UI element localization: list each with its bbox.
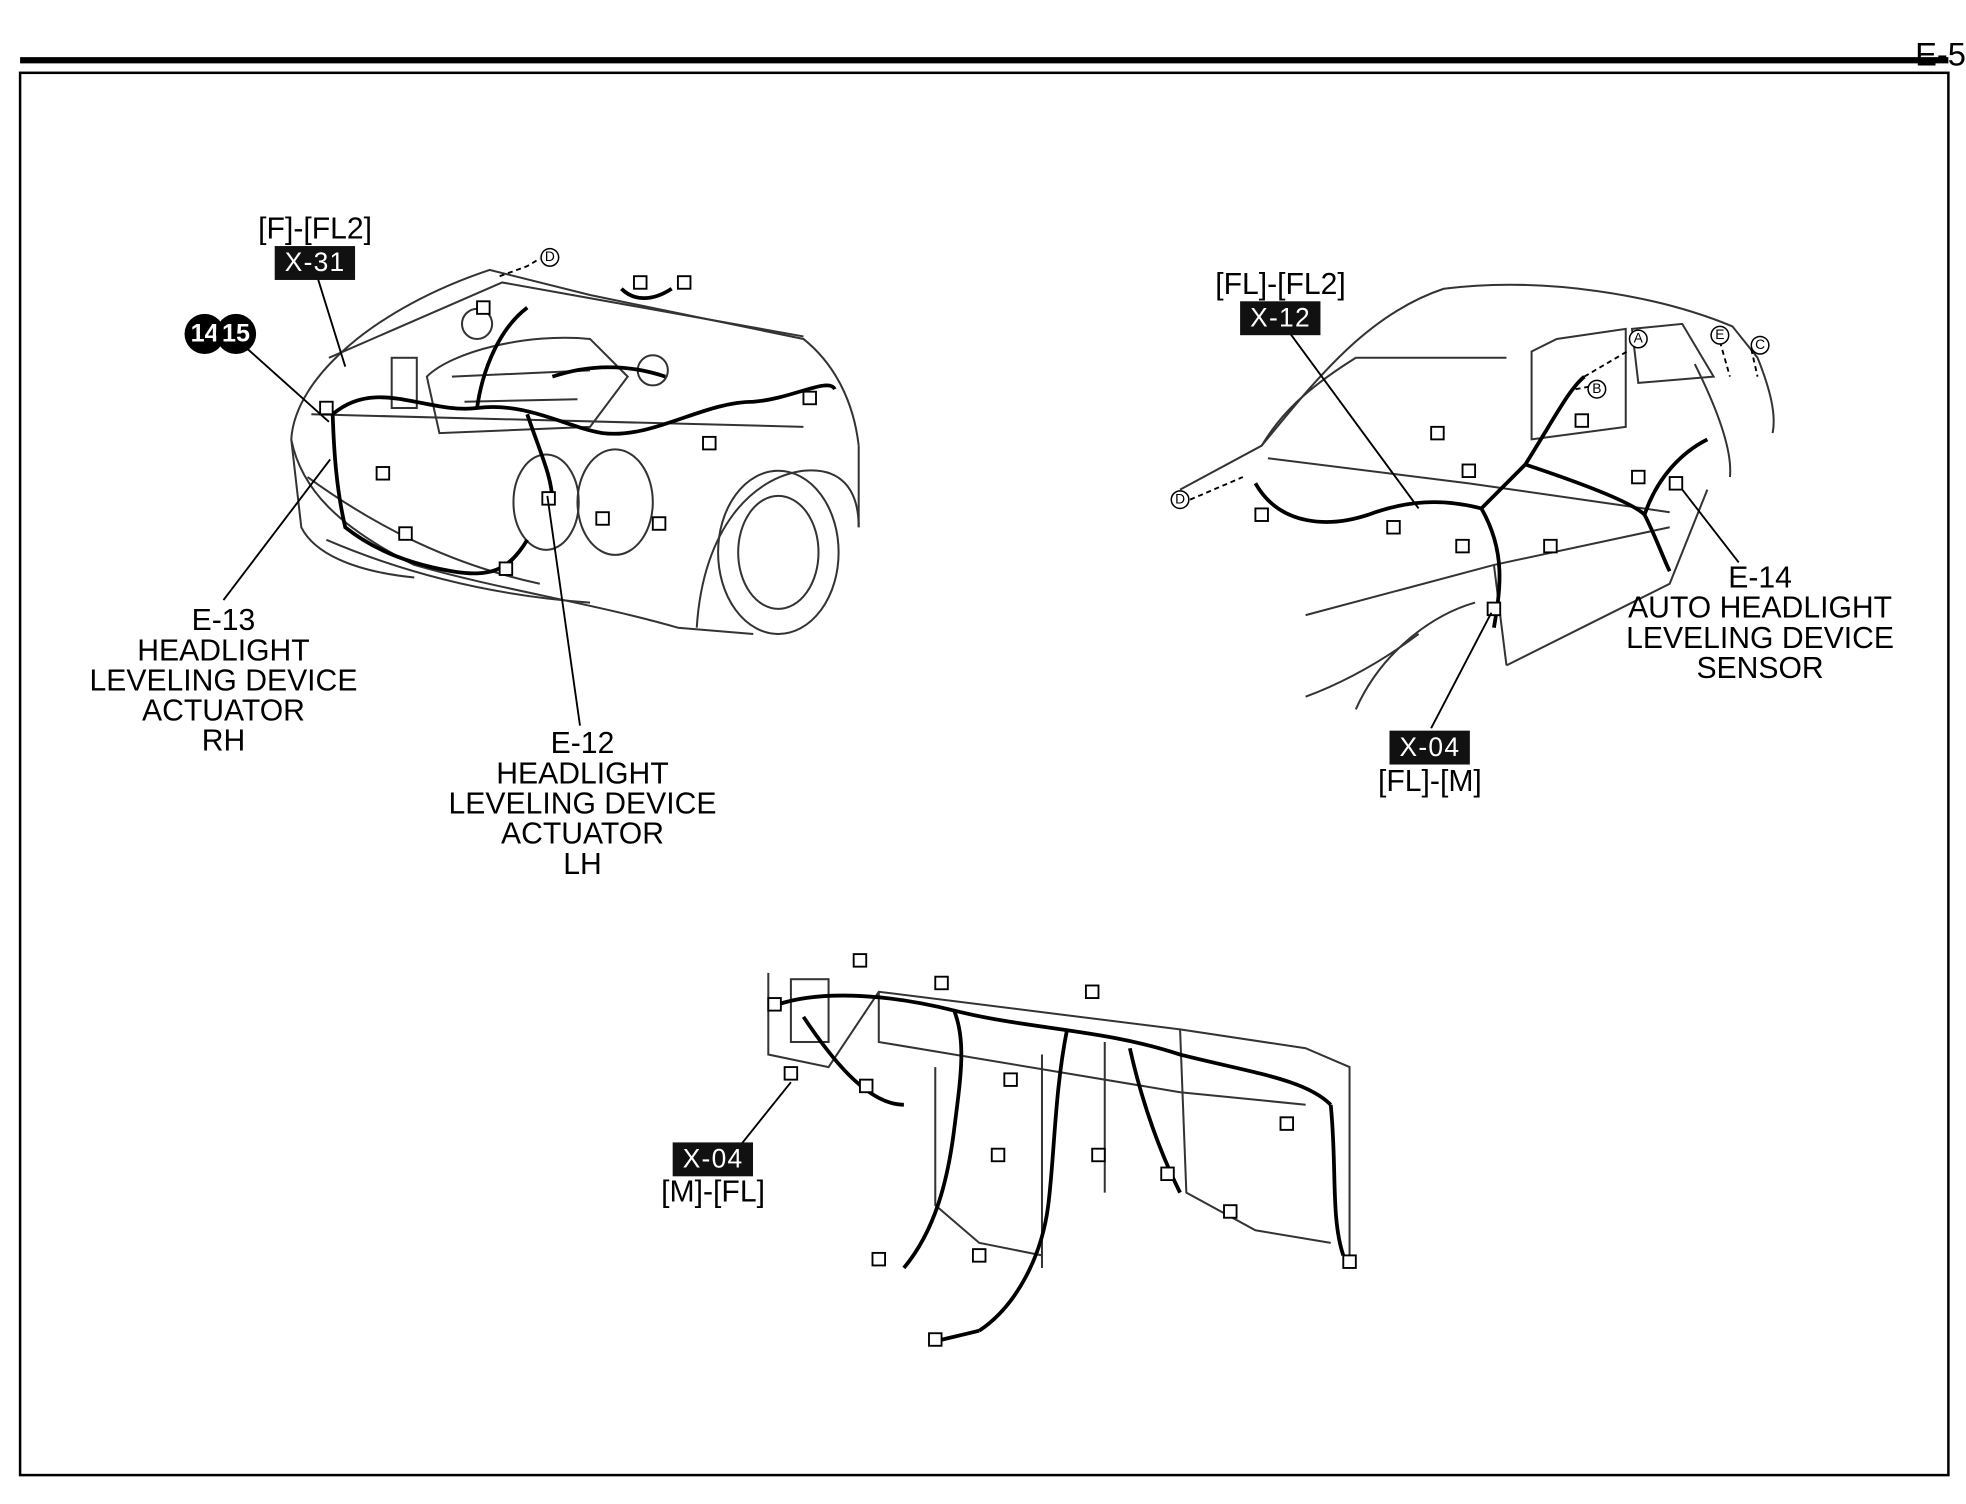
letter-markers — [540, 247, 1770, 510]
connector-code-x31: X-31 — [274, 246, 356, 280]
dash-connectors — [767, 953, 1357, 1347]
marker-d-side: D — [1175, 492, 1186, 508]
connector-pair-f-fl2: [F]-[FL2] — [258, 212, 373, 247]
label-e13-line2: LEVELING DEVICE — [89, 664, 358, 699]
page-number: E-5 — [1915, 35, 1966, 73]
dash-leaders — [739, 1081, 792, 1146]
label-e14-id: E-14 — [1728, 561, 1792, 596]
marker-c: C — [1755, 337, 1766, 353]
dash-drawing — [767, 972, 1351, 1268]
marker-d-front: D — [544, 249, 555, 265]
label-e12-line1: HEADLIGHT — [496, 757, 669, 791]
label-e12-line2: LEVELING DEVICE — [448, 787, 717, 822]
page-frame — [18, 71, 1950, 1477]
label-e14-line2: LEVELING DEVICE — [1626, 621, 1895, 656]
marker-e: E — [1715, 327, 1725, 343]
label-e13-line3: ACTUATOR — [141, 694, 305, 729]
label-e13-line1: HEADLIGHT — [137, 633, 310, 668]
connector-code-x04-side: X-04 — [1389, 730, 1471, 765]
side-leaders — [1189, 328, 1759, 729]
label-e13-line4: RH — [201, 724, 246, 759]
marker-a: A — [1633, 331, 1643, 347]
label-e14-line1: AUTO HEADLIGHT — [1628, 591, 1893, 626]
connector-code-x04-dash: X-04 — [672, 1142, 754, 1177]
label-e12-line4: LH — [563, 847, 602, 882]
callout-15: 15 — [215, 313, 257, 355]
label-e13-id: E-13 — [191, 603, 256, 638]
label-e12-id: E-12 — [550, 726, 615, 761]
side-car-drawing — [1179, 283, 1775, 710]
connector-pair-fl-m: [FL]-[M] — [1378, 764, 1482, 799]
label-e12-line3: ACTUATOR — [501, 817, 664, 852]
connector-pair-fl-fl2: [FL]-[FL2] — [1215, 267, 1346, 302]
connector-code-x12: X-12 — [1240, 301, 1321, 336]
connector-pair-m-fl: [M]-[FL] — [661, 1175, 765, 1209]
side-connectors — [1254, 413, 1684, 617]
front-car-drawing — [290, 268, 860, 635]
front-leaders — [222, 257, 581, 726]
marker-b: B — [1592, 381, 1602, 397]
label-e14-line3: SENSOR — [1696, 651, 1824, 686]
dash-harness — [777, 993, 1346, 1346]
